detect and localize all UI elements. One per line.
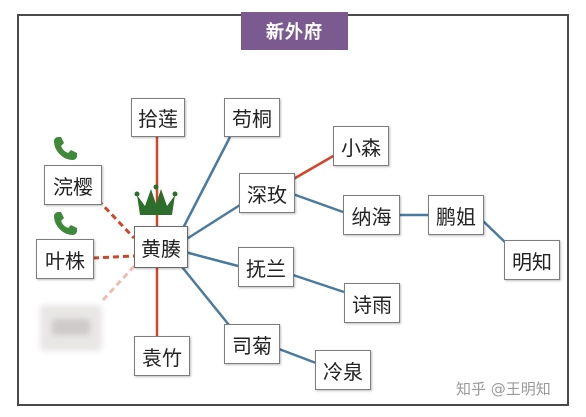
phone-icon	[54, 212, 77, 235]
edge-huangmo-fulan	[184, 250, 239, 268]
blurred-node	[40, 305, 102, 351]
edge-siju-lengquan	[278, 347, 317, 365]
node-pengjie: 鹏姐	[428, 195, 484, 235]
phone-icon	[54, 137, 77, 160]
edge-huangmo-shenmei	[184, 203, 241, 242]
node-goutong: 苟桐	[224, 98, 280, 137]
node-lengquan: 冷泉	[315, 350, 371, 390]
edge-fulan-shiyu	[289, 272, 345, 294]
node-xiaosen: 小森	[333, 126, 389, 166]
edge-yezhu-huangmo	[92, 254, 135, 260]
edge-pengjie-mingzhi	[481, 219, 509, 246]
edge-wanying-huangmo	[96, 198, 136, 240]
node-nahai: 纳海	[343, 195, 400, 235]
edge-shenmei-nahai	[289, 191, 344, 214]
node-shiyu: 诗雨	[344, 283, 400, 323]
node-yezhu: 叶株	[36, 239, 94, 279]
node-siju: 司菊	[224, 324, 280, 364]
edge-huangmo-siju	[177, 261, 230, 326]
node-fulan: 抚兰	[238, 247, 294, 287]
node-shilian: 拾莲	[131, 98, 185, 137]
node-wanying: 浣樱	[44, 165, 102, 205]
crown-icon	[134, 184, 178, 215]
edge-shenmei-xiaosen	[289, 153, 336, 183]
watermark: 知乎 @王明知	[456, 380, 551, 398]
node-mingzhi: 明知	[504, 240, 560, 280]
edge-huangmo-goutong	[178, 136, 232, 235]
edge-blurred-huangmo	[101, 260, 140, 302]
node-yuanzhu: 袁竹	[134, 336, 190, 376]
diagram-title: 新外府	[241, 12, 348, 50]
node-shenmei: 深玫	[239, 173, 295, 213]
node-huangmo: 黄腠	[134, 226, 188, 268]
